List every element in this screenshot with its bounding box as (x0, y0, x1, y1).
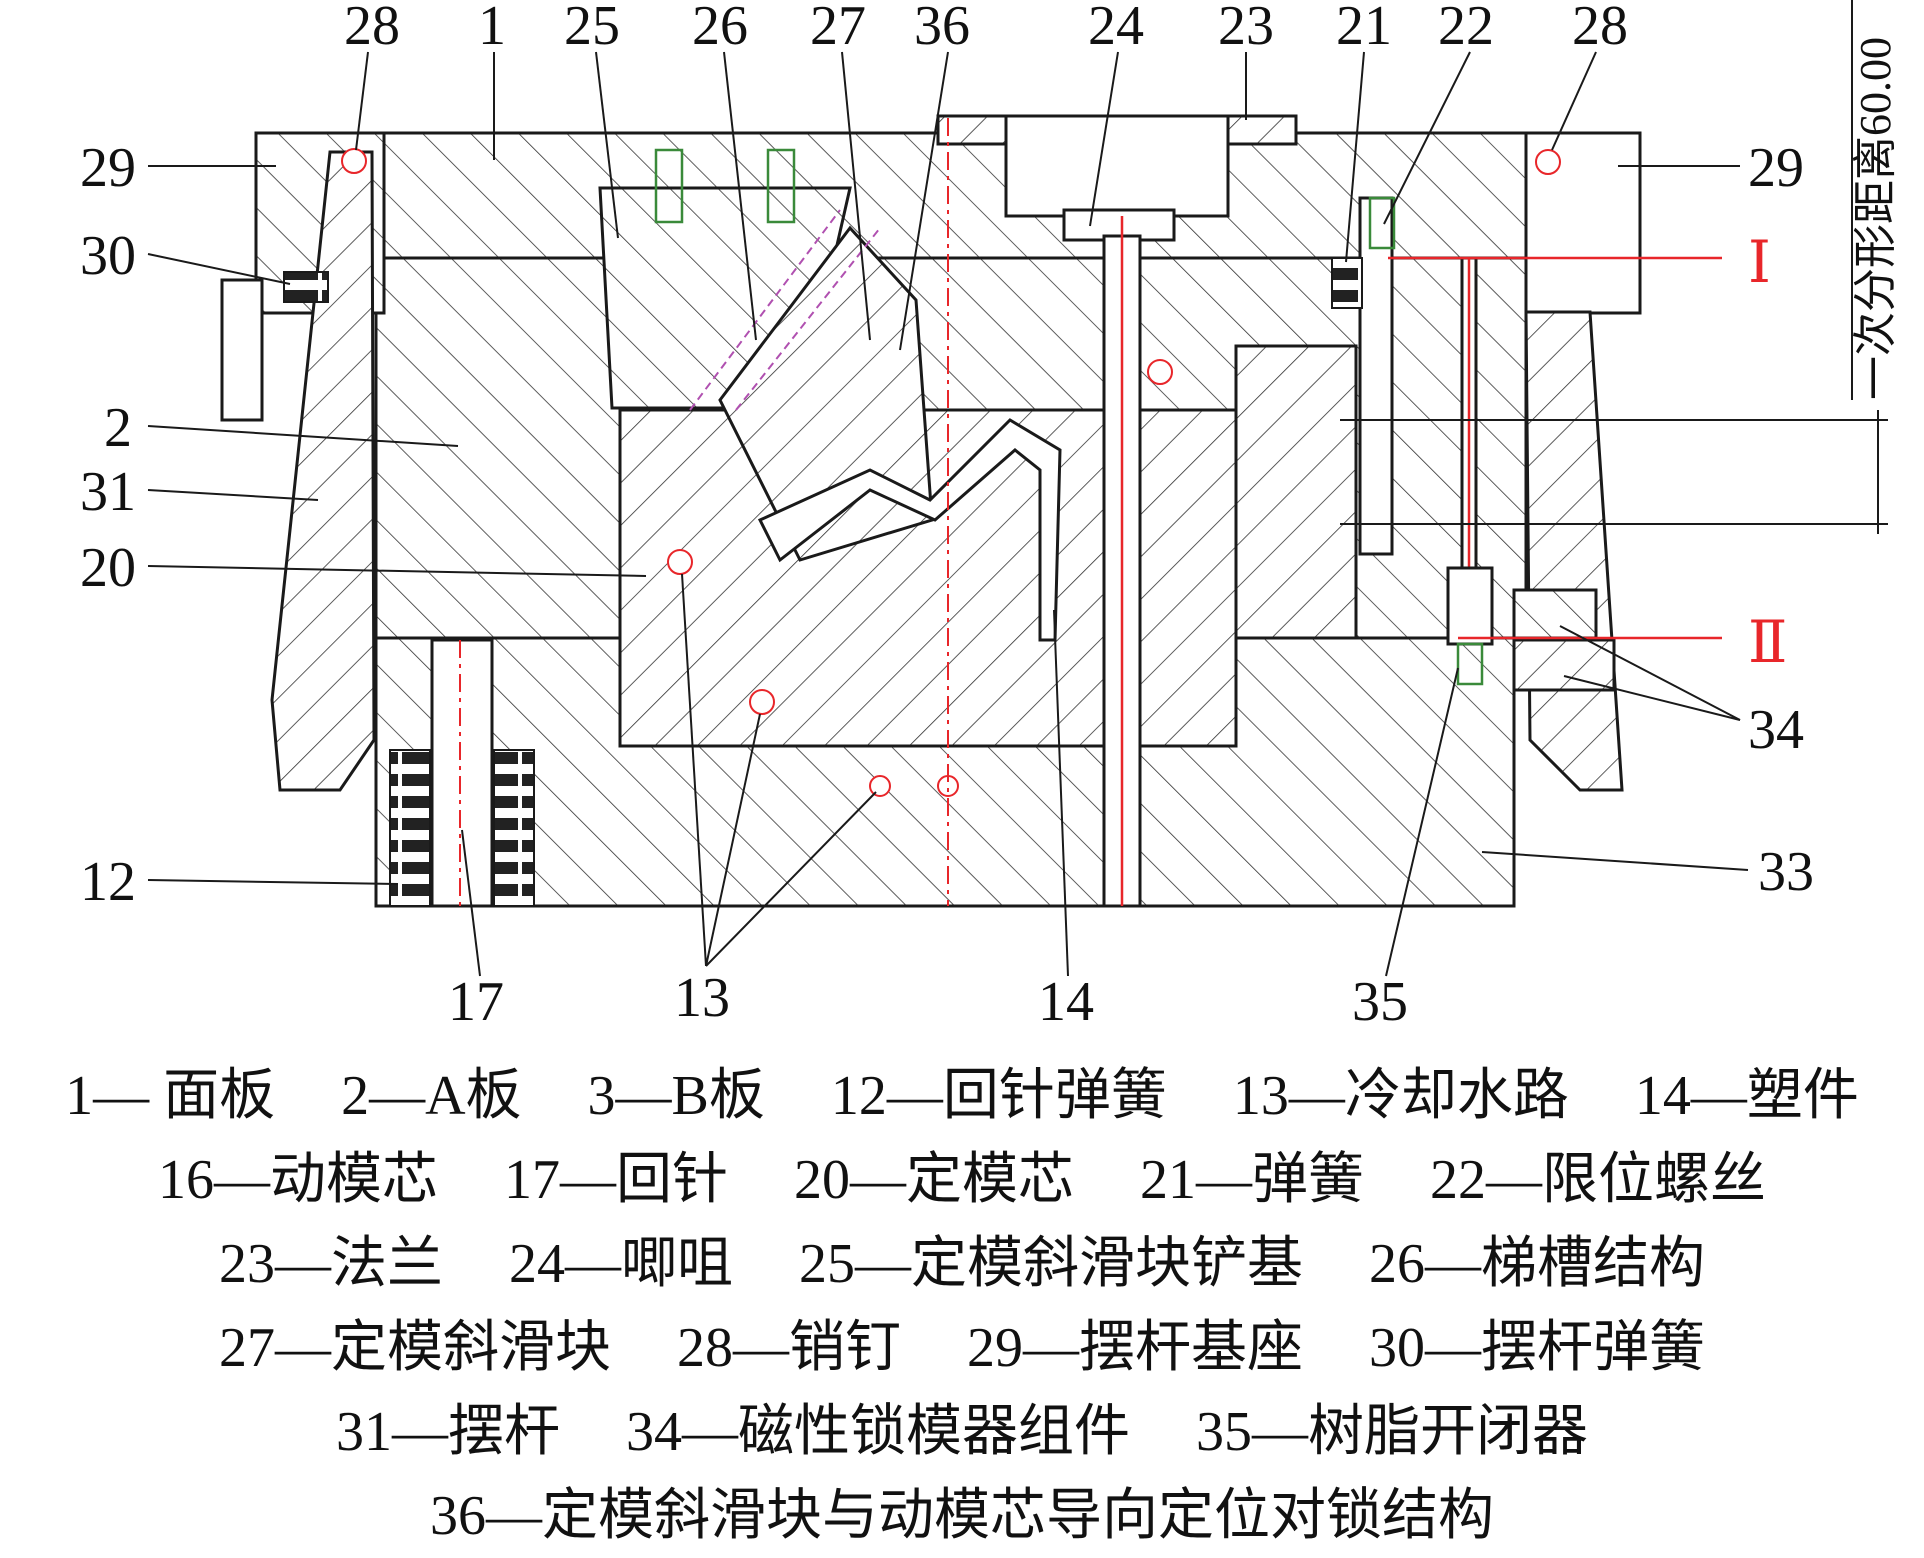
legend-item: 22—限位螺丝 (1430, 1149, 1766, 1211)
return-spring-left (389, 749, 431, 907)
legend-item: 28—销钉 (677, 1317, 901, 1379)
legend-row-1: 1— 面板 2—A板 3—B板 12—回针弹簧 13—冷却水路 14—塑件 (0, 1054, 1924, 1138)
legend-row-3: 23—法兰 24—唧咀 25—定模斜滑块铲基 26—梯槽结构 (0, 1222, 1924, 1306)
callout-22: 22 (1438, 0, 1494, 57)
callout-28-right: 28 (1572, 0, 1628, 57)
callout-17: 17 (448, 971, 504, 1033)
legend-item: 35—树脂开闭器 (1196, 1401, 1588, 1463)
legend-item: 23—法兰 (219, 1233, 443, 1295)
callout-21: 21 (1336, 0, 1392, 57)
spring-21 (1331, 257, 1363, 309)
callout-30: 30 (80, 225, 136, 287)
callout-29-left: 29 (80, 137, 136, 199)
legend-row-4: 27—定模斜滑块 28—销钉 29—摆杆基座 30—摆杆弹簧 (0, 1306, 1924, 1390)
left-swing-arm (270, 150, 376, 792)
callout-2: 2 (104, 397, 132, 459)
legend-item: 13—冷却水路 (1232, 1065, 1569, 1127)
legend-item: 31—摆杆 (336, 1401, 560, 1463)
callout-27: 27 (810, 0, 866, 57)
legend-item: 27—定模斜滑块 (219, 1317, 611, 1379)
legend: 1— 面板 2—A板 3—B板 12—回针弹簧 13—冷却水路 14—塑件 16… (0, 1054, 1924, 1558)
legend-item: 25—定模斜滑块铲基 (799, 1233, 1303, 1295)
callout-29-right: 29 (1748, 137, 1804, 199)
limit-screw (1358, 196, 1394, 556)
callout-24: 24 (1088, 0, 1144, 57)
callout-14: 14 (1038, 971, 1094, 1033)
callouts-bottom: 17 13 14 35 (448, 573, 1459, 1033)
legend-item: 20—定模芯 (794, 1149, 1074, 1211)
sprue-seat (1004, 114, 1230, 218)
legend-item: 24—唧咀 (509, 1233, 733, 1295)
cooling-hole-2 (749, 689, 775, 715)
right-swing-arm (1524, 310, 1624, 792)
magnetic-lock-upper (1512, 588, 1598, 640)
screw-b (766, 148, 796, 224)
parting-line-two-mark: Ⅱ (1748, 610, 1787, 675)
legend-item: 1— 面板 (65, 1065, 276, 1127)
legend-item: 16—动模芯 (158, 1149, 438, 1211)
callout-36: 36 (914, 0, 970, 57)
callout-13: 13 (674, 967, 730, 1029)
callout-20: 20 (80, 537, 136, 599)
callouts-left: 29 30 2 31 20 12 (80, 137, 647, 913)
callout-31: 31 (80, 461, 136, 523)
callout-26: 26 (692, 0, 748, 57)
legend-item: 36—定模斜滑块与动模芯导向定位对锁结构 (430, 1485, 1494, 1547)
dimension-label: 一次分形距离60.00 (1851, 37, 1900, 400)
legend-item: 34—磁性锁模器组件 (626, 1401, 1130, 1463)
legend-row-2: 16—动模芯 17—回针 20—定模芯 21—弹簧 22—限位螺丝 (0, 1138, 1924, 1222)
callout-25: 25 (564, 0, 620, 57)
legend-row-6: 36—定模斜滑块与动模芯导向定位对锁结构 (0, 1474, 1924, 1558)
arm-spring (283, 271, 329, 303)
legend-row-5: 31—摆杆 34—磁性锁模器组件 35—树脂开闭器 (0, 1390, 1924, 1474)
limit-screw-head (1368, 196, 1396, 250)
callout-28-left: 28 (344, 0, 400, 57)
callout-35: 35 (1352, 971, 1408, 1033)
callout-1: 1 (478, 0, 506, 57)
legend-item: 17—回针 (504, 1149, 728, 1211)
resin-opener (1446, 566, 1494, 646)
callout-34: 34 (1748, 699, 1804, 761)
legend-item: 2—A板 (341, 1065, 522, 1127)
resin-opener-screw (1456, 642, 1484, 686)
callout-12: 12 (80, 851, 136, 913)
return-spring-right (493, 749, 535, 907)
right-core-block (1234, 344, 1358, 640)
cooling-hole-1 (667, 549, 693, 575)
legend-item: 14—塑件 (1634, 1065, 1859, 1127)
callouts-top: 28 1 25 26 27 36 24 23 21 22 28 (344, 0, 1628, 351)
legend-item: 3—B板 (587, 1065, 765, 1127)
callouts-right: 29 34 33 (1481, 137, 1814, 903)
callout-33: 33 (1758, 841, 1814, 903)
legend-item: 21—弹簧 (1140, 1149, 1364, 1211)
parting-line-one-mark: Ⅰ (1748, 230, 1771, 295)
legend-item: 12—回针弹簧 (830, 1065, 1167, 1127)
legend-item: 29—摆杆基座 (967, 1317, 1303, 1379)
cooling-hole-5 (1147, 359, 1173, 385)
callout-23: 23 (1218, 0, 1274, 57)
left-arm-housing (220, 278, 264, 422)
return-pin (430, 638, 494, 908)
cooling-hole-3 (869, 775, 891, 797)
legend-item: 26—梯槽结构 (1369, 1233, 1705, 1295)
right-pin (1535, 149, 1561, 175)
plastic-part (757, 418, 1062, 642)
left-pin (341, 148, 367, 174)
magnetic-lock-lower (1512, 638, 1616, 692)
legend-item: 30—摆杆弹簧 (1369, 1317, 1705, 1379)
screw-a (654, 148, 684, 224)
